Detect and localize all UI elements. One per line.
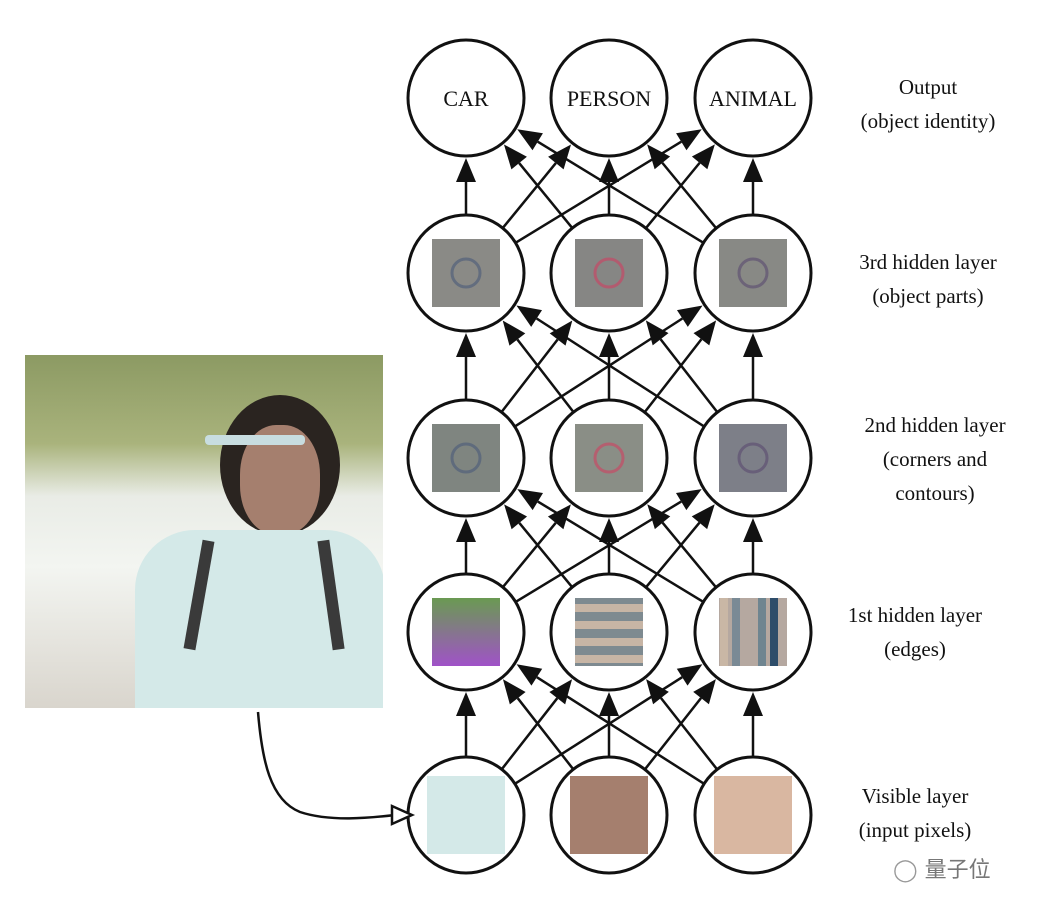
connection-edge (645, 521, 701, 589)
feature-detail (593, 442, 625, 474)
connection-edge (518, 162, 574, 229)
connection-edge (644, 162, 701, 230)
arrow-head (456, 333, 476, 357)
input-arrow-head (390, 804, 416, 826)
feature-detail (737, 442, 769, 474)
arrow-head (517, 489, 544, 511)
arrow-head (548, 144, 572, 170)
connection-edge (643, 338, 703, 413)
feature-detail (450, 442, 482, 474)
connection-edge (516, 338, 575, 413)
feature-visualization (432, 598, 500, 666)
arrow-head (456, 158, 476, 182)
connection-edge (516, 697, 575, 771)
connection-edge (501, 522, 557, 588)
arrow-head (503, 144, 527, 170)
pixel-swatch (570, 776, 648, 854)
node-output-3 (693, 38, 813, 158)
connection-edge (661, 162, 718, 230)
arrow-head (743, 158, 763, 182)
input-photo (25, 355, 383, 708)
feature-visualization (432, 239, 500, 307)
connection-edge (500, 338, 559, 413)
feature-detail (450, 257, 482, 289)
connection-edge (659, 697, 719, 771)
feature-visualization (575, 424, 643, 492)
arrow-head (456, 518, 476, 542)
feature-visualization (719, 424, 787, 492)
arrow-head (516, 664, 543, 686)
input-arrow (256, 711, 396, 820)
connection-edge (537, 140, 705, 244)
pixel-swatch (714, 776, 792, 854)
arrow-head (502, 679, 526, 705)
arrow-head (599, 518, 619, 542)
label-hidden-1: 1st hidden layer(edges) (847, 603, 983, 661)
arrow-head (676, 305, 703, 327)
arrow-head (645, 320, 669, 346)
arrow-head (647, 144, 671, 170)
arrow-head (676, 664, 703, 686)
connection-edge (500, 697, 559, 771)
arrow-head (743, 333, 763, 357)
connection-edge (537, 500, 705, 603)
arrow-head (456, 692, 476, 716)
connection-edge (659, 338, 719, 413)
connection-edge (501, 162, 557, 229)
arrow-head (691, 504, 715, 530)
feature-visualization (432, 424, 500, 492)
node-output-2 (549, 38, 669, 158)
output-node-label: PERSON (567, 86, 651, 111)
arrow-head (547, 504, 571, 530)
connection-edge (536, 676, 705, 785)
label-visible: Visible layer(input pixels) (858, 784, 972, 842)
arrow-head (693, 320, 717, 346)
watermark: ◯ 量子位 (893, 858, 991, 883)
arrow-head (691, 144, 715, 170)
feature-detail (593, 257, 625, 289)
feature-detail (737, 257, 769, 289)
feature-visualization (575, 239, 643, 307)
connection-edge (643, 697, 703, 771)
arrow-head (516, 305, 543, 327)
feature-visualization (575, 598, 643, 666)
arrow-head (693, 679, 716, 705)
arrow-head (646, 679, 669, 705)
arrow-head (599, 158, 619, 182)
arrow-head (675, 489, 702, 511)
arrow-head (504, 504, 528, 530)
pixel-swatch (427, 776, 505, 854)
arrow-head (599, 692, 619, 716)
node-output-1 (406, 38, 526, 158)
output-node-label: ANIMAL (709, 86, 797, 111)
connection-edge (535, 317, 705, 428)
label-output: Output(object identity) (860, 75, 996, 133)
connection-edge (518, 522, 574, 588)
feature-visualization (719, 239, 787, 307)
feature-visualization (719, 598, 787, 666)
arrow-head (676, 129, 702, 151)
connection-edge (661, 521, 717, 589)
arrow-head (743, 518, 763, 542)
arrow-head (743, 692, 763, 716)
arrow-head (517, 129, 543, 151)
label-hidden-3: 3rd hidden layer(object parts) (859, 250, 997, 308)
output-node-label: CAR (443, 86, 489, 111)
wechat-icon: ◯ (893, 858, 918, 883)
arrow-head (502, 320, 526, 346)
arrow-head (647, 504, 671, 530)
arrow-head (599, 333, 619, 357)
